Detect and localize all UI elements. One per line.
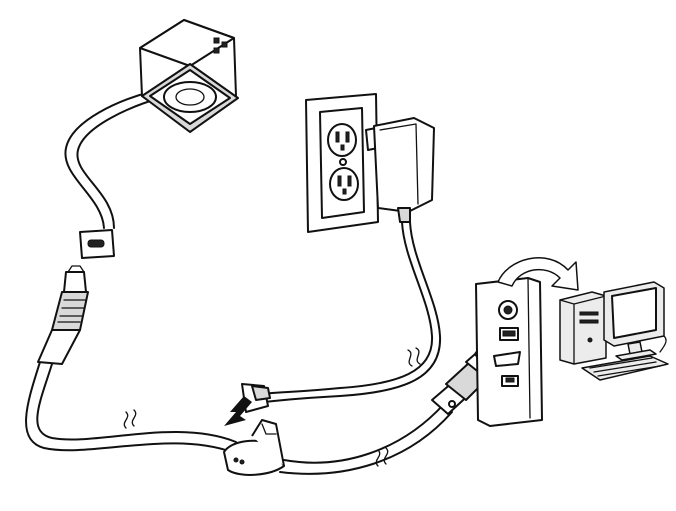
connector-icon (37, 265, 89, 365)
rotate-arrow (497, 257, 579, 291)
cable-clip-icon (79, 229, 115, 259)
scanner-icon (139, 19, 239, 133)
serial-cable (279, 403, 453, 475)
scanner-cable (25, 91, 237, 453)
adapter-icon (365, 117, 435, 223)
computer-icon (559, 281, 669, 381)
power-cord (261, 221, 442, 403)
panel-icon (475, 277, 543, 427)
insert-arrow (224, 396, 252, 426)
junction-icon (223, 419, 285, 476)
outlet-icon (305, 93, 379, 233)
